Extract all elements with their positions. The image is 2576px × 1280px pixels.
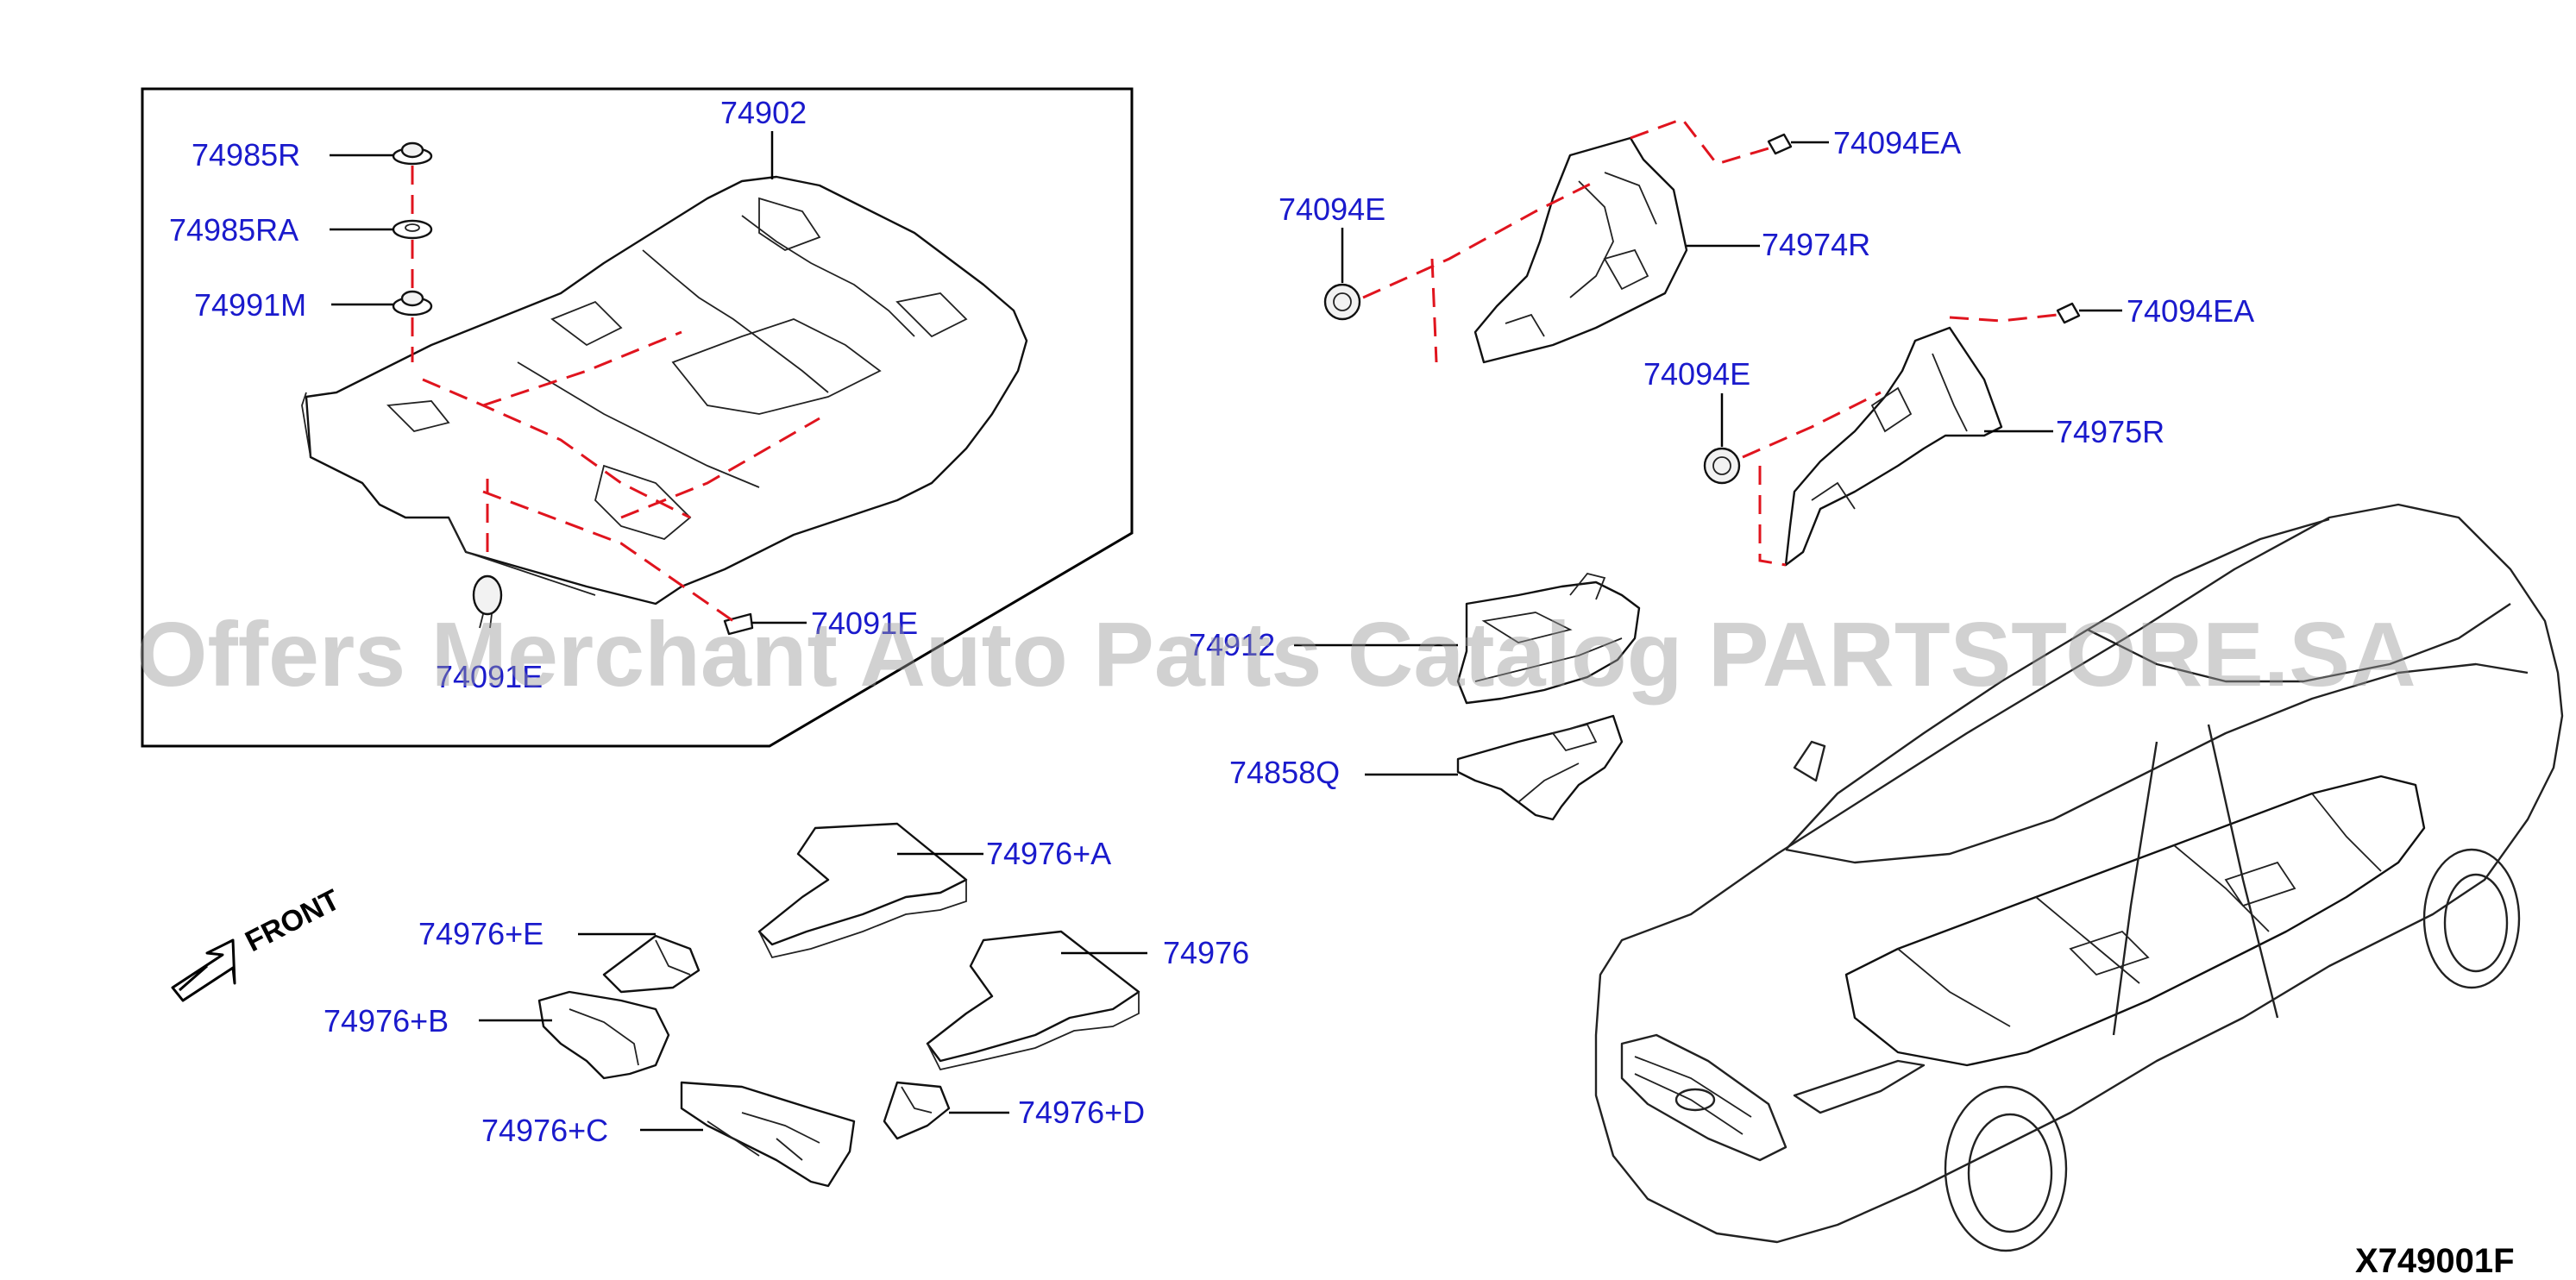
vehicle-illustration <box>1594 503 2564 1252</box>
clip-74094E-top <box>1323 283 1361 321</box>
callout-74985RA: 74985RA <box>169 212 298 248</box>
clip-74091E-right <box>723 612 754 636</box>
callout-74976: 74976 <box>1163 935 1249 970</box>
carpet-group-frame <box>141 87 1134 748</box>
clip-74091E-bottom <box>472 574 503 629</box>
callout-74976B: 74976+B <box>324 1003 449 1038</box>
callout-74976D: 74976+D <box>1018 1095 1145 1130</box>
clip-74991M <box>392 290 433 317</box>
clip-74985RA <box>392 219 433 240</box>
front-indicator: FRONT <box>171 883 345 1002</box>
arrow-down-left-icon <box>171 938 236 1002</box>
callout-74976C: 74976+C <box>481 1113 608 1148</box>
clip-74094EA-top <box>1767 133 1793 155</box>
callout-74974R: 74974R <box>1762 227 1870 262</box>
dash-leader-74974R <box>1362 117 1769 363</box>
callout-74976E: 74976+E <box>418 916 543 951</box>
callout-74094E-top: 74094E <box>1279 191 1385 227</box>
floor-mat-74976D <box>883 1081 951 1140</box>
callout-74991M: 74991M <box>194 287 306 323</box>
callout-74094E-mid: 74094E <box>1643 356 1750 392</box>
dash-leader-carpet-1 <box>422 378 691 519</box>
insulator-74912 <box>1456 572 1641 705</box>
callout-74091E-right: 74091E <box>811 605 918 641</box>
callout-74094EA-top: 74094EA <box>1833 125 1961 160</box>
diagram-id: X749001F <box>2355 1242 2515 1280</box>
callout-74091E-bottom: 74091E <box>436 659 543 694</box>
watermark: Offers Merchant Auto Parts Catalog PARTS… <box>136 604 2416 706</box>
dash-leader-74975R <box>1742 313 2058 567</box>
callout-74975R: 74975R <box>2056 414 2164 449</box>
front-label: FRONT <box>240 883 345 958</box>
floor-mat-74976C <box>680 1081 856 1188</box>
dash-leader-carpet-4 <box>620 417 820 519</box>
clip-74094E-mid <box>1703 447 1741 485</box>
floor-mat-74976 <box>926 930 1140 1071</box>
floor-mat-74976B <box>537 990 670 1080</box>
clip-74094EA-mid <box>2056 302 2081 324</box>
floor-carpet-74902 <box>301 175 1028 605</box>
clip-74985R <box>392 141 433 166</box>
callout-74976A: 74976+A <box>986 836 1111 871</box>
floor-mat-74976E <box>602 934 701 994</box>
callout-74912: 74912 <box>1189 627 1275 662</box>
insulator-74858Q <box>1456 714 1624 821</box>
insulator-74975R <box>1784 326 2003 567</box>
callout-74902: 74902 <box>720 95 807 130</box>
dash-leader-carpet-2 <box>482 330 682 407</box>
callout-74985R: 74985R <box>192 137 300 173</box>
dash-leader-carpet-3 <box>482 490 734 623</box>
callout-74858Q: 74858Q <box>1229 755 1340 790</box>
insulator-74974R <box>1473 136 1688 364</box>
callout-74094EA-mid: 74094EA <box>2127 293 2254 329</box>
floor-mat-74976A <box>757 822 968 959</box>
